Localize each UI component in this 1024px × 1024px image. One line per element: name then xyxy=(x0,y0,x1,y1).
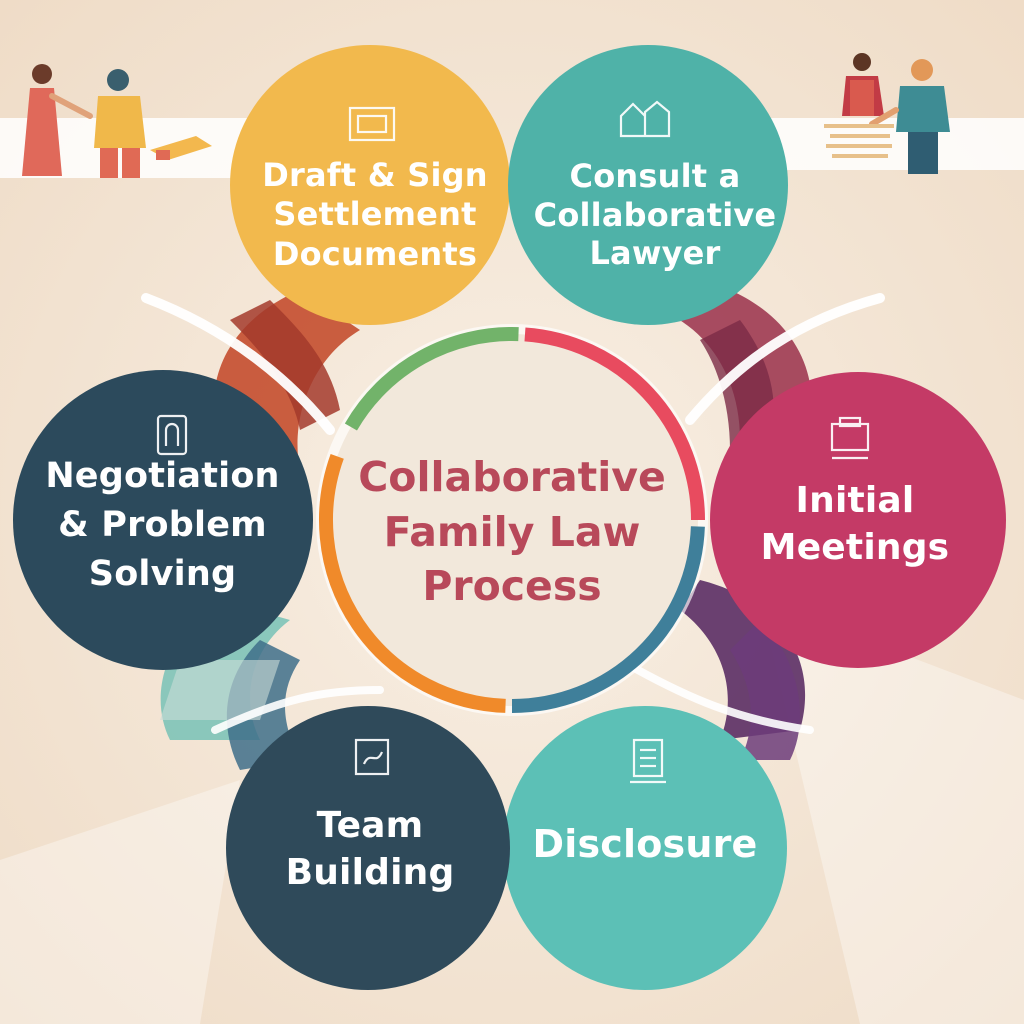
step-circle-initial xyxy=(710,372,1006,668)
step-circle-draft xyxy=(230,45,510,325)
document-icon xyxy=(630,738,666,784)
step-icons xyxy=(156,100,870,784)
hub-ring-segment xyxy=(344,327,519,431)
step-circles xyxy=(13,45,1006,990)
hub-ring-segment xyxy=(511,526,705,713)
contract-icon xyxy=(348,106,396,142)
step-circle-consult xyxy=(508,45,788,325)
step-label-consult: Consult a Collaborative Lawyer xyxy=(533,157,777,273)
step-label-team-building: Team Building xyxy=(285,805,455,893)
center-title: Collaborative Family Law Process xyxy=(358,453,666,611)
step-circle-disclosure xyxy=(503,706,787,990)
hub-ring-segment xyxy=(319,453,506,713)
step-label-disclosure: Disclosure xyxy=(532,822,758,867)
step-circle-negotiation xyxy=(13,370,313,670)
scale-icon xyxy=(156,414,188,456)
central-hub xyxy=(316,324,708,716)
background-light-shapes xyxy=(0,600,1024,1024)
people-illustration-left xyxy=(22,64,212,178)
swoosh-arcs xyxy=(141,293,885,734)
hub-ring-segment xyxy=(524,327,705,521)
step-label-negotiation: Negotiation & Problem Solving xyxy=(45,455,280,594)
step-label-initial-meetings: Initial Meetings xyxy=(760,480,950,568)
signature-icon xyxy=(354,738,390,776)
houses-icon xyxy=(619,100,671,138)
people-illustration-right xyxy=(824,53,950,174)
step-label-draft-sign: Draft & Sign Settlement Documents xyxy=(262,156,488,273)
step-circle-team xyxy=(226,706,510,990)
meeting-board-icon xyxy=(830,416,870,460)
